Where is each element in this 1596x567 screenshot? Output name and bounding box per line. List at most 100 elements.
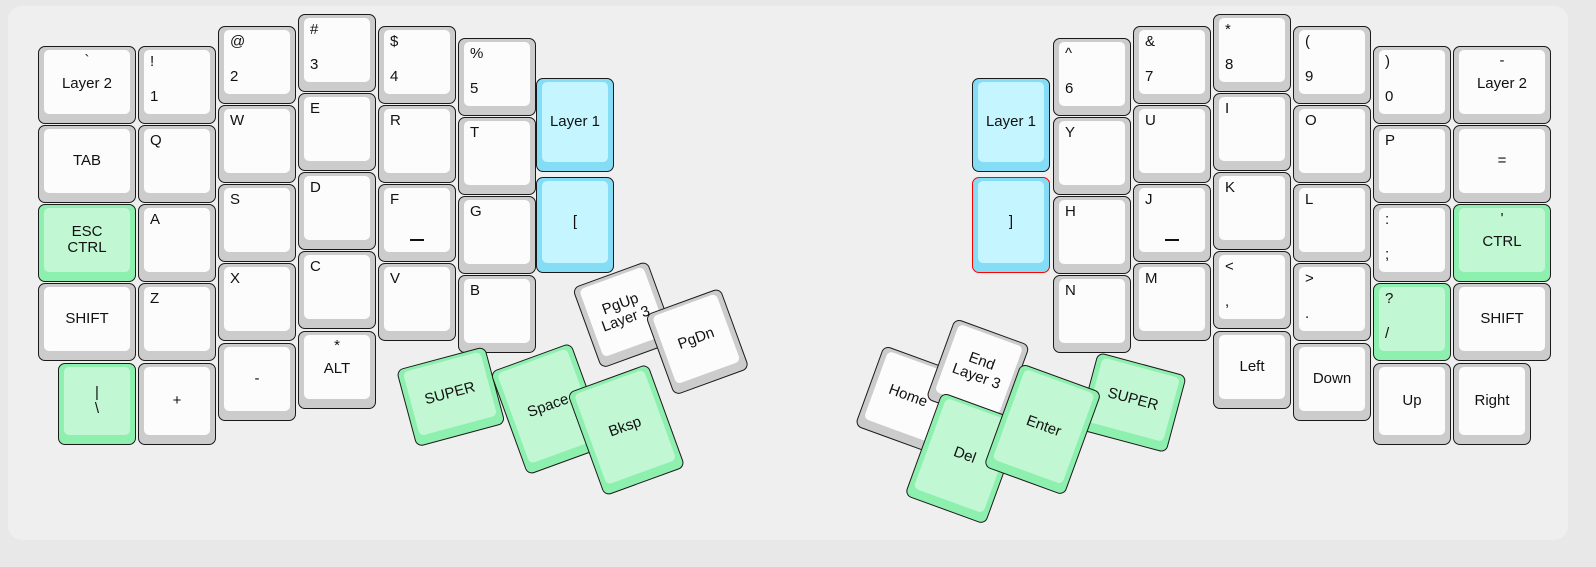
keycap-l-c6-r3: G bbox=[464, 200, 530, 264]
key-r-c6-r2[interactable]: Y bbox=[1053, 117, 1131, 195]
key-legend-top: ` bbox=[84, 52, 90, 69]
key-r-c3-r2[interactable]: O bbox=[1293, 105, 1371, 183]
key-r-c1-r1[interactable]: -Layer 2 bbox=[1453, 46, 1551, 124]
key-r-c5-r1[interactable]: &7 bbox=[1133, 26, 1211, 104]
key-legend-main: 2 bbox=[230, 67, 239, 85]
keycap-r-c1-r1: -Layer 2 bbox=[1459, 50, 1545, 114]
keycap-r-c3-r1: (9 bbox=[1299, 30, 1365, 94]
keycap-r-c5-r3: J bbox=[1139, 188, 1205, 252]
key-legend-top: * bbox=[1225, 21, 1231, 38]
key-l-c1-r2[interactable]: TAB bbox=[38, 125, 136, 203]
key-l-c5-r2[interactable]: R bbox=[378, 105, 456, 183]
key-r-c2-r4[interactable]: ?/ bbox=[1373, 283, 1451, 361]
key-l-c1-r5[interactable]: |\ bbox=[58, 363, 136, 445]
key-l-c6-r2[interactable]: T bbox=[458, 117, 536, 195]
key-l-c4-r3[interactable]: D bbox=[298, 172, 376, 250]
key-r-c1-r5[interactable]: Right bbox=[1453, 363, 1531, 445]
key-legend-main: X bbox=[230, 270, 241, 287]
key-l-c1-r1[interactable]: `Layer 2 bbox=[38, 46, 136, 124]
key-l-c6-r3[interactable]: G bbox=[458, 196, 536, 274]
keycap-r-c6-r3: H bbox=[1059, 200, 1125, 264]
key-l-c5-r4[interactable]: V bbox=[378, 263, 456, 341]
key-l-c6-r4[interactable]: B bbox=[458, 275, 536, 353]
key-legend-main: Up bbox=[1402, 392, 1422, 410]
key-r-c2-r2[interactable]: P bbox=[1373, 125, 1451, 203]
keycap-r-c2-r5: Up bbox=[1379, 367, 1445, 435]
key-legend-main: . bbox=[1305, 304, 1310, 322]
key-l-c6-r1[interactable]: %5 bbox=[458, 38, 536, 116]
key-legend-main: = bbox=[1497, 152, 1507, 170]
key-r-c4-r3[interactable]: K bbox=[1213, 172, 1291, 250]
key-r-c5-r4[interactable]: M bbox=[1133, 263, 1211, 341]
keycap-l-thumb-pgdn: PgDn bbox=[652, 293, 741, 385]
key-r-c3-r3[interactable]: L bbox=[1293, 184, 1371, 262]
key-legend-main: J bbox=[1145, 191, 1153, 208]
key-l-c4-r1[interactable]: #3 bbox=[298, 14, 376, 92]
key-legend-main: Layer 2 bbox=[1476, 74, 1528, 92]
key-l-c4-r4[interactable]: C bbox=[298, 251, 376, 329]
key-r-c1-r2[interactable]: = bbox=[1453, 125, 1551, 203]
keycap-r-c6-r1: ^6 bbox=[1059, 42, 1125, 106]
key-r-c3-r1[interactable]: (9 bbox=[1293, 26, 1371, 104]
key-r-c7-r2[interactable]: ] bbox=[972, 177, 1050, 273]
key-legend-main: 6 bbox=[1065, 79, 1074, 97]
key-l-c2-r2[interactable]: Q bbox=[138, 125, 216, 203]
keycap-l-c2-r1: !1 bbox=[144, 50, 210, 114]
key-l-c3-r1[interactable]: @2 bbox=[218, 26, 296, 104]
key-l-c4-r2[interactable]: E bbox=[298, 93, 376, 171]
key-legend-main: D bbox=[310, 179, 321, 196]
key-l-c4-r5[interactable]: *ALT bbox=[298, 331, 376, 409]
key-l-c3-r4[interactable]: X bbox=[218, 263, 296, 341]
key-legend-main: K bbox=[1225, 179, 1236, 196]
key-r-c6-r1[interactable]: ^6 bbox=[1053, 38, 1131, 116]
key-r-c5-r2[interactable]: U bbox=[1133, 105, 1211, 183]
key-legend-main: 8 bbox=[1225, 55, 1234, 73]
key-legend-main: R bbox=[390, 112, 401, 129]
key-l-c3-r2[interactable]: W bbox=[218, 105, 296, 183]
keycap-l-c6-r1: %5 bbox=[464, 42, 530, 106]
key-r-c4-r5[interactable]: Left bbox=[1213, 331, 1291, 409]
key-r-c3-r4[interactable]: >. bbox=[1293, 263, 1371, 341]
key-legend-main: 4 bbox=[390, 67, 399, 85]
key-l-c2-r1[interactable]: !1 bbox=[138, 46, 216, 124]
key-l-c2-r3[interactable]: A bbox=[138, 204, 216, 282]
key-r-c2-r3[interactable]: :; bbox=[1373, 204, 1451, 282]
key-l-c3-r5[interactable]: - bbox=[218, 343, 296, 421]
key-r-c7-r1[interactable]: Layer 1 bbox=[972, 78, 1050, 172]
key-l-c5-r3[interactable]: F bbox=[378, 184, 456, 262]
key-r-c1-r4[interactable]: SHIFT bbox=[1453, 283, 1551, 361]
keycap-r-c2-r3: :; bbox=[1379, 208, 1445, 272]
key-r-c2-r5[interactable]: Up bbox=[1373, 363, 1451, 445]
key-legend-main: Layer 1 bbox=[985, 113, 1037, 131]
keycap-l-c3-r4: X bbox=[224, 267, 290, 331]
key-legend-main: ALT bbox=[323, 359, 351, 377]
key-l-c5-r1[interactable]: $4 bbox=[378, 26, 456, 104]
keycap-r-c2-r2: P bbox=[1379, 129, 1445, 193]
key-l-c2-r5[interactable]: + bbox=[138, 363, 216, 445]
key-l-c7-r2[interactable]: [ bbox=[536, 177, 614, 273]
key-r-c6-r3[interactable]: H bbox=[1053, 196, 1131, 274]
key-r-c4-r4[interactable]: <, bbox=[1213, 251, 1291, 329]
key-legend-top: ) bbox=[1385, 53, 1390, 70]
homing-bump-icon bbox=[410, 239, 424, 241]
keycap-r-c1-r5: Right bbox=[1459, 367, 1525, 435]
key-r-c4-r2[interactable]: I bbox=[1213, 93, 1291, 171]
key-l-c1-r4[interactable]: SHIFT bbox=[38, 283, 136, 361]
key-r-c6-r4[interactable]: N bbox=[1053, 275, 1131, 353]
key-l-thumb-super[interactable]: SUPER bbox=[396, 346, 506, 448]
key-r-c4-r1[interactable]: *8 bbox=[1213, 14, 1291, 92]
key-legend-main: Right bbox=[1474, 392, 1510, 410]
key-r-c3-r5[interactable]: Down bbox=[1293, 343, 1371, 421]
keycap-l-c2-r4: Z bbox=[144, 287, 210, 351]
key-l-c2-r4[interactable]: Z bbox=[138, 283, 216, 361]
key-legend-main: B bbox=[470, 282, 481, 299]
key-r-c5-r3[interactable]: J bbox=[1133, 184, 1211, 262]
key-r-c1-r3[interactable]: 'CTRL bbox=[1453, 204, 1551, 282]
key-r-c2-r1[interactable]: )0 bbox=[1373, 46, 1451, 124]
key-l-c7-r1[interactable]: Layer 1 bbox=[536, 78, 614, 172]
key-legend-main: P bbox=[1385, 132, 1396, 149]
key-l-c3-r3[interactable]: S bbox=[218, 184, 296, 262]
